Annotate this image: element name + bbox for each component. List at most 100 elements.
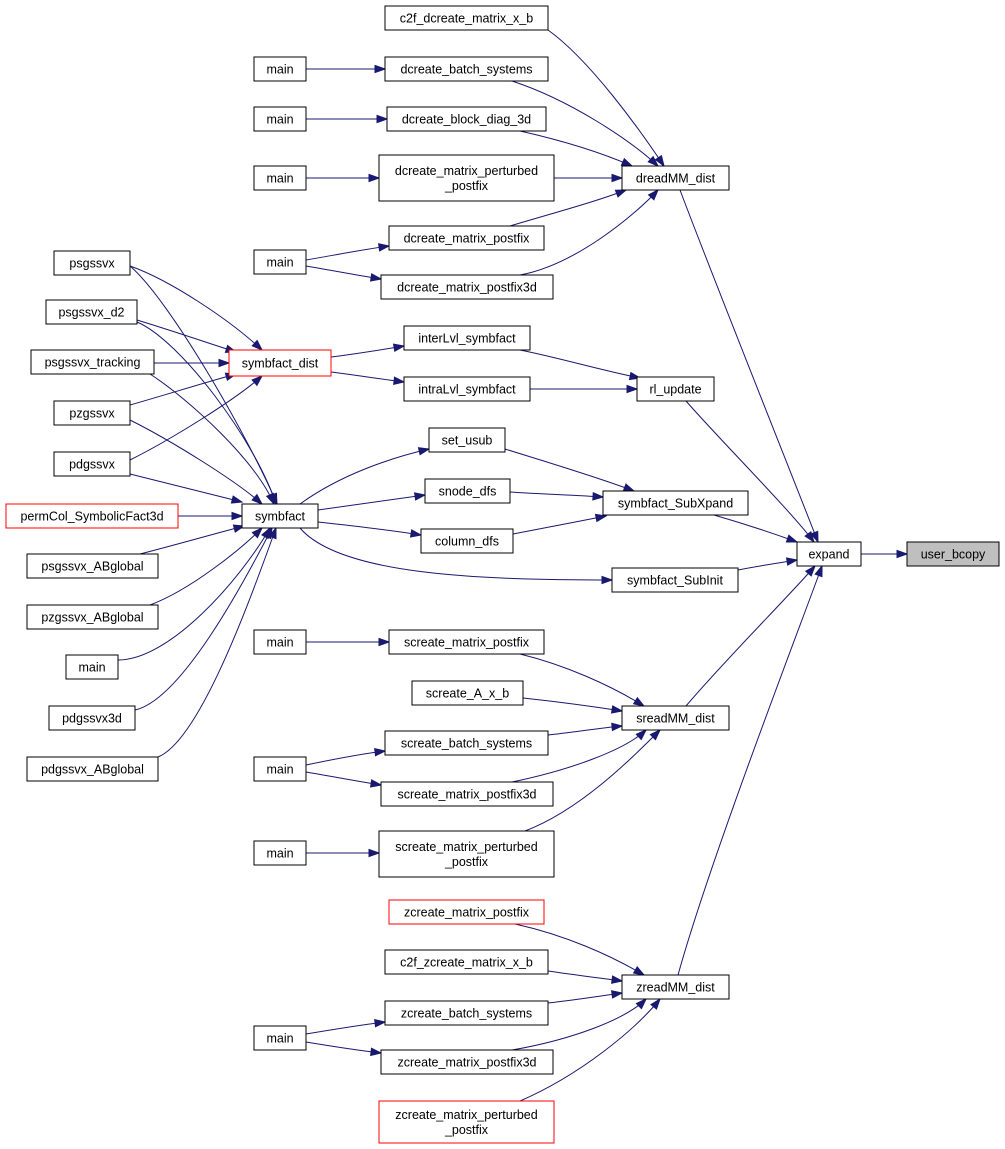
node-expand[interactable]: expand bbox=[796, 541, 862, 567]
node-screate-matrix-postfix[interactable]: screate_matrix_postfix bbox=[388, 629, 545, 655]
arrowhead bbox=[626, 384, 639, 394]
node-box bbox=[380, 781, 554, 807]
arrowhead bbox=[374, 1018, 387, 1028]
node-label: _postfix bbox=[444, 179, 489, 193]
node-box bbox=[906, 541, 1000, 567]
node-box bbox=[403, 376, 531, 402]
arrowhead bbox=[230, 495, 244, 504]
node-box bbox=[636, 376, 715, 402]
node-main-sym[interactable]: main bbox=[65, 654, 119, 680]
edge-pzgssvx-to-symbfact-dist bbox=[129, 372, 238, 406]
node-label: c2f_dcreate_matrix_x_b bbox=[400, 12, 533, 26]
node-label: zcreate_matrix_perturbed bbox=[395, 1108, 537, 1122]
node-dcreate-matrix-perturbed-postfix[interactable]: dcreate_matrix_perturbed_postfix bbox=[378, 154, 555, 202]
edge-main-s2-to-screate-matrix-postfix3d bbox=[305, 771, 383, 788]
arrowhead bbox=[378, 637, 391, 647]
node-sreadmm-dist[interactable]: sreadMM_dist bbox=[621, 705, 730, 731]
node-psgssvx-tracking[interactable]: psgssvx_tracking bbox=[30, 349, 155, 375]
node-screate-a-x-b[interactable]: screate_A_x_b bbox=[411, 680, 524, 706]
edge-dcreate-matrix-postfix3d-to-dreadmm-dist bbox=[519, 188, 659, 276]
node-zcreate-matrix-postfix3d[interactable]: zcreate_matrix_postfix3d bbox=[380, 1049, 554, 1075]
node-box bbox=[253, 629, 307, 655]
node-psgssvx-d2[interactable]: psgssvx_d2 bbox=[45, 299, 138, 325]
node-box bbox=[386, 106, 547, 132]
arrowhead bbox=[814, 564, 823, 578]
arrowhead bbox=[374, 747, 387, 757]
node-main-s1[interactable]: main bbox=[253, 629, 307, 655]
node-label: pzgssvx_ABglobal bbox=[41, 611, 143, 625]
arrowhead bbox=[368, 848, 381, 858]
node-label: interLvl_symbfact bbox=[418, 332, 516, 346]
node-main-s3[interactable]: main bbox=[253, 840, 307, 866]
arrowhead bbox=[376, 114, 389, 124]
node-symbfact-dist[interactable]: symbfact_dist bbox=[228, 349, 332, 377]
node-intralvl-symbfact[interactable]: intraLvl_symbfact bbox=[403, 376, 531, 402]
node-zcreate-matrix-perturbed-postfix[interactable]: zcreate_matrix_perturbed_postfix bbox=[378, 1100, 555, 1144]
node-label: main bbox=[266, 113, 293, 127]
arrowhead bbox=[409, 529, 423, 538]
arrowhead bbox=[614, 189, 628, 198]
arrowhead bbox=[268, 526, 277, 540]
node-zcreate-batch-systems[interactable]: zcreate_batch_systems bbox=[384, 1000, 549, 1026]
edge-psgssvx-tracking-to-symbfact bbox=[149, 373, 275, 506]
node-psgssvx[interactable]: psgssvx bbox=[53, 250, 131, 276]
node-main-d3[interactable]: main bbox=[253, 165, 307, 191]
node-zreadmm-dist[interactable]: zreadMM_dist bbox=[621, 974, 730, 1000]
node-label: c2f_zcreate_matrix_x_b bbox=[400, 956, 533, 970]
node-c2f-dcreate-matrix-x-b[interactable]: c2f_dcreate_matrix_x_b bbox=[384, 5, 549, 31]
node-pzgssvx[interactable]: pzgssvx bbox=[53, 400, 131, 426]
node-box bbox=[53, 400, 131, 426]
node-rl-update[interactable]: rl_update bbox=[636, 376, 715, 402]
node-label: _postfix bbox=[444, 855, 489, 869]
arrowhead bbox=[231, 511, 244, 521]
node-column-dfs[interactable]: column_dfs bbox=[420, 528, 514, 554]
node-set-usub[interactable]: set_usub bbox=[428, 427, 506, 453]
node-pdgssvx[interactable]: pdgssvx bbox=[53, 451, 131, 477]
node-pdgssvx3d[interactable]: pdgssvx3d bbox=[48, 705, 136, 731]
node-pdgssvx-abglobal[interactable]: pdgssvx_ABglobal bbox=[26, 756, 159, 782]
node-box bbox=[388, 225, 545, 251]
node-permcol-symbolicfact3d[interactable]: permCol_SymbolicFact3d bbox=[5, 503, 179, 529]
node-symbfact-subxpand[interactable]: symbfact_SubXpand bbox=[602, 490, 749, 516]
node-label: psgssvx bbox=[69, 257, 115, 271]
node-zcreate-matrix-postfix[interactable]: zcreate_matrix_postfix bbox=[388, 899, 545, 925]
node-label: main bbox=[266, 1032, 293, 1046]
node-dcreate-matrix-postfix3d[interactable]: dcreate_matrix_postfix3d bbox=[380, 274, 554, 300]
node-pzgssvx-abglobal[interactable]: pzgssvx_ABglobal bbox=[26, 604, 159, 630]
node-screate-matrix-postfix3d[interactable]: screate_matrix_postfix3d bbox=[380, 781, 554, 807]
node-dreadmm-dist[interactable]: dreadMM_dist bbox=[621, 165, 730, 191]
node-psgssvx-abglobal[interactable]: psgssvx_ABglobal bbox=[26, 553, 159, 579]
node-label: screate_matrix_perturbed bbox=[395, 840, 537, 854]
node-snode-dfs[interactable]: snode_dfs bbox=[424, 478, 511, 504]
node-main-d2[interactable]: main bbox=[253, 106, 307, 132]
node-screate-batch-systems[interactable]: screate_batch_systems bbox=[384, 730, 549, 756]
node-label: zreadMM_dist bbox=[636, 981, 715, 995]
node-box bbox=[253, 56, 307, 82]
node-main-d4[interactable]: main bbox=[253, 249, 307, 275]
node-main-z1[interactable]: main bbox=[253, 1025, 307, 1051]
node-dcreate-matrix-postfix[interactable]: dcreate_matrix_postfix bbox=[388, 225, 545, 251]
edge-main-d1-to-dcreate-batch-systems bbox=[306, 64, 387, 74]
node-dcreate-block-diag-3d[interactable]: dcreate_block_diag_3d bbox=[386, 106, 547, 132]
node-main-s2[interactable]: main bbox=[253, 756, 307, 782]
edge-intralvl-symbfact-to-rl-update bbox=[530, 384, 639, 394]
edge-screate-matrix-postfix-to-sreadmm-dist bbox=[519, 653, 646, 707]
node-screate-matrix-perturbed-postfix[interactable]: screate_matrix_perturbed_postfix bbox=[378, 830, 555, 878]
edge-symbfact-to-column-dfs bbox=[317, 521, 423, 538]
arrowhead bbox=[620, 157, 634, 167]
node-c2f-zcreate-matrix-x-b[interactable]: c2f_zcreate_matrix_x_b bbox=[384, 949, 549, 975]
edge-screate-matrix-perturbed-postfix-to-sreadmm-dist bbox=[524, 728, 662, 832]
node-box bbox=[384, 730, 549, 756]
edge-zreadmm-dist-to-expand bbox=[677, 564, 823, 976]
arrowhead bbox=[374, 64, 387, 74]
node-label: permCol_SymbolicFact3d bbox=[20, 510, 163, 524]
node-symbfact-subinit[interactable]: symbfact_SubInit bbox=[611, 567, 739, 593]
node-interlvl-symbfact[interactable]: interLvl_symbfact bbox=[403, 325, 531, 351]
node-user-bcopy[interactable]: user_bcopy bbox=[906, 541, 1000, 567]
node-dcreate-batch-systems[interactable]: dcreate_batch_systems bbox=[384, 56, 549, 82]
node-box bbox=[253, 165, 307, 191]
node-symbfact[interactable]: symbfact bbox=[241, 503, 319, 529]
node-label: zcreate_batch_systems bbox=[401, 1007, 532, 1021]
node-label: dcreate_matrix_perturbed bbox=[395, 164, 538, 178]
node-main-d1[interactable]: main bbox=[253, 56, 307, 82]
